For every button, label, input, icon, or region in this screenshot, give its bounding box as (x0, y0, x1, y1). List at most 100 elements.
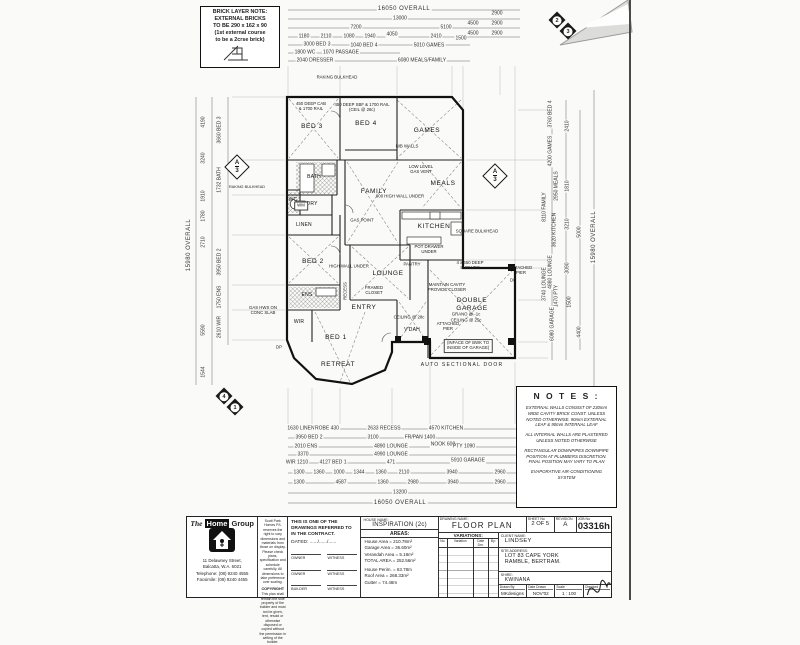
builder-logo: The Home Group (188, 519, 256, 528)
dim-label: 4050 (385, 31, 399, 38)
scanned-floor-plan-page: { "brick_note": { "title": "BRICK LAYER … (186, 0, 633, 645)
dim-label: 1360 (376, 479, 390, 486)
dim-label: 2633 RECESS (366, 425, 402, 432)
dim-label: 3100 (366, 434, 380, 441)
variations-heading: VARIATIONS: (438, 533, 498, 539)
dim-label: NOOK 600 (429, 441, 457, 448)
annotation-dp: DP (510, 277, 516, 283)
drawn-by-row: Drawn By MKdesigns Date Drawn NOV'02 Sca… (499, 579, 611, 597)
contract-panel: THIS IS ONE OF THE DRAWINGS REFERRED TO … (288, 517, 362, 597)
dim-label: 4587 (334, 479, 348, 486)
room-label-kitchen: KITCHEN (417, 223, 451, 231)
dim-label: 4500 (466, 30, 480, 37)
dim-label: 4990 LOUNGE (373, 451, 409, 458)
dim-label: 4190 (200, 115, 207, 129)
house-perimeter-value: House Perim. = 63.78m (364, 567, 412, 573)
dim-label: 3950 BED 2 (294, 434, 324, 441)
witness-signature-line: WITNESS (327, 569, 358, 576)
house-name-label: HOUSE NAME: (363, 518, 389, 522)
drawn-by-label: Drawn By (499, 585, 526, 590)
dim-label: 2900 (490, 30, 504, 37)
scale-label: Scale (556, 585, 582, 590)
dim-label: 2900 (490, 20, 504, 27)
section-letter: A (492, 169, 498, 176)
house-area-value: House Area = 210.78m² (364, 539, 413, 544)
dim-label: 16050 OVERALL (372, 500, 428, 506)
dim-label: 1780 (200, 209, 207, 223)
house-logo-icon (209, 528, 236, 552)
sheet-number-value: 2 OF 5 (531, 521, 550, 527)
annotation-square-bulkhead: SQUARE BULKHEAD (455, 228, 499, 234)
brick-layer-note: BRICK LAYER NOTE: EXTERNAL BRICKS TO BE … (200, 6, 280, 68)
dim-label: ROBE 430 (314, 425, 340, 432)
brick-course-sketch (223, 45, 248, 61)
annotation-attached-pier: ATTACHED PIER (436, 321, 460, 331)
dim-label: 3210 (564, 217, 571, 231)
dim-label: 2110 (319, 33, 333, 40)
room-label-family: FAMILY (360, 188, 388, 196)
annotation-pot-drawer: POT DRAWER UNDER (414, 244, 444, 254)
dim-label: 5100 (439, 24, 453, 31)
date-drawn-value: NOV'02 (532, 591, 549, 596)
annotation-attached-pier: ATTACHED PIER (509, 265, 533, 275)
contract-statement: THIS IS ONE OF THE DRAWINGS REFERRED TO … (291, 519, 352, 536)
section-letter: A (234, 160, 240, 167)
dim-label: 2010 ENS (293, 443, 319, 450)
room-label-wc: WC (288, 197, 298, 203)
annotation-nib-walls: NIB WALLS (395, 143, 419, 149)
owner-signature-line: OWNER (291, 569, 322, 576)
dim-label: 2110 (397, 469, 411, 476)
drawing-name-label: DRAWING NAME: (439, 517, 469, 521)
drawn-by-value: MKdesigns (501, 591, 524, 596)
dim-label: 2610 WIR (216, 314, 223, 340)
variations-table: VARIATIONS: No. Variation Date Drn. By: (438, 533, 499, 597)
dim-label: 1070 PASSAGE (321, 49, 361, 56)
notes-box: N O T E S : EXTERNAL WALLS CONSIST OF 23… (516, 386, 617, 508)
col-by: By: (490, 539, 496, 543)
dim-label: 4500 (466, 20, 480, 27)
logo-word-the: The (190, 519, 203, 528)
job-number-value: 03316h (577, 521, 610, 532)
dim-label: 3950 BED 2 (216, 247, 223, 277)
room-label-linen: LINEN (296, 222, 312, 228)
sheet-number-label: SHEET No (527, 517, 545, 521)
house-areas-panel: HOUSE NAME: INSPIRATION (2c) AREAS: Hous… (361, 517, 439, 597)
dim-label: 6080 MEALS/FAMILY (396, 57, 448, 64)
site-address-label: SITE ADDRESS: (500, 549, 528, 553)
brick-note-title: BRICK LAYER NOTE: (212, 9, 268, 15)
contract-dated-line: DATED: ....../....../...... (291, 539, 337, 545)
signature-row: BUILDER WITNESS (291, 585, 358, 591)
variations-header-row: No. Variation Date Drn. By: (438, 539, 498, 548)
copyright-text: This plan shall remain the sole property… (259, 592, 286, 645)
site-address-line1: LOT 83 CAPE YORK (504, 553, 559, 559)
date-drawn-label: Date Drawn (528, 585, 554, 590)
dim-label: 2410 (564, 119, 571, 133)
col-no: No. (439, 539, 448, 547)
dim-label: 4400 (576, 325, 583, 339)
annotation-shelves: 4 x 450 DEEP SHELVES (456, 260, 484, 270)
dim-label: 1000 (332, 469, 346, 476)
logo-word-group: Group (231, 519, 254, 528)
pier-blocks (395, 264, 515, 345)
owner-signature-line: OWNER (291, 554, 322, 560)
dim-label: 2040 DRESSER (295, 57, 335, 64)
annotation-grano: GRANO @ -1c (451, 311, 481, 317)
dim-label: 2410 (429, 33, 443, 40)
variations-empty-rows (438, 548, 498, 597)
dim-label: 5010 GAMES (412, 42, 446, 49)
dim-label: 2710 (200, 235, 207, 249)
gutter-value: Gutter = 74.48m (364, 579, 398, 585)
disclaimer-panel: Scott Park Homes P/L reserves the right … (258, 517, 289, 644)
annotation-maintain-cavity: MAINTAIN CAVITY PROVIDE CLOSER (427, 282, 467, 292)
verandah-area-value: Verandah Area = 5.18m² (364, 551, 414, 557)
scan-edge-line (629, 0, 631, 600)
dim-label: 4200 GAMES (547, 134, 554, 168)
door-swings (330, 110, 392, 343)
room-label-retreat: RETREAT (320, 361, 356, 369)
house-name-value: INSPIRATION (2c) (372, 522, 427, 528)
annotation-gas-point: GAS POINT (350, 217, 374, 223)
dim-label: 4570 KITCHEN (427, 425, 465, 432)
dim-label: 3620 KITCHEN (551, 211, 558, 249)
dim-label: 1040 BED 4 (349, 42, 379, 49)
